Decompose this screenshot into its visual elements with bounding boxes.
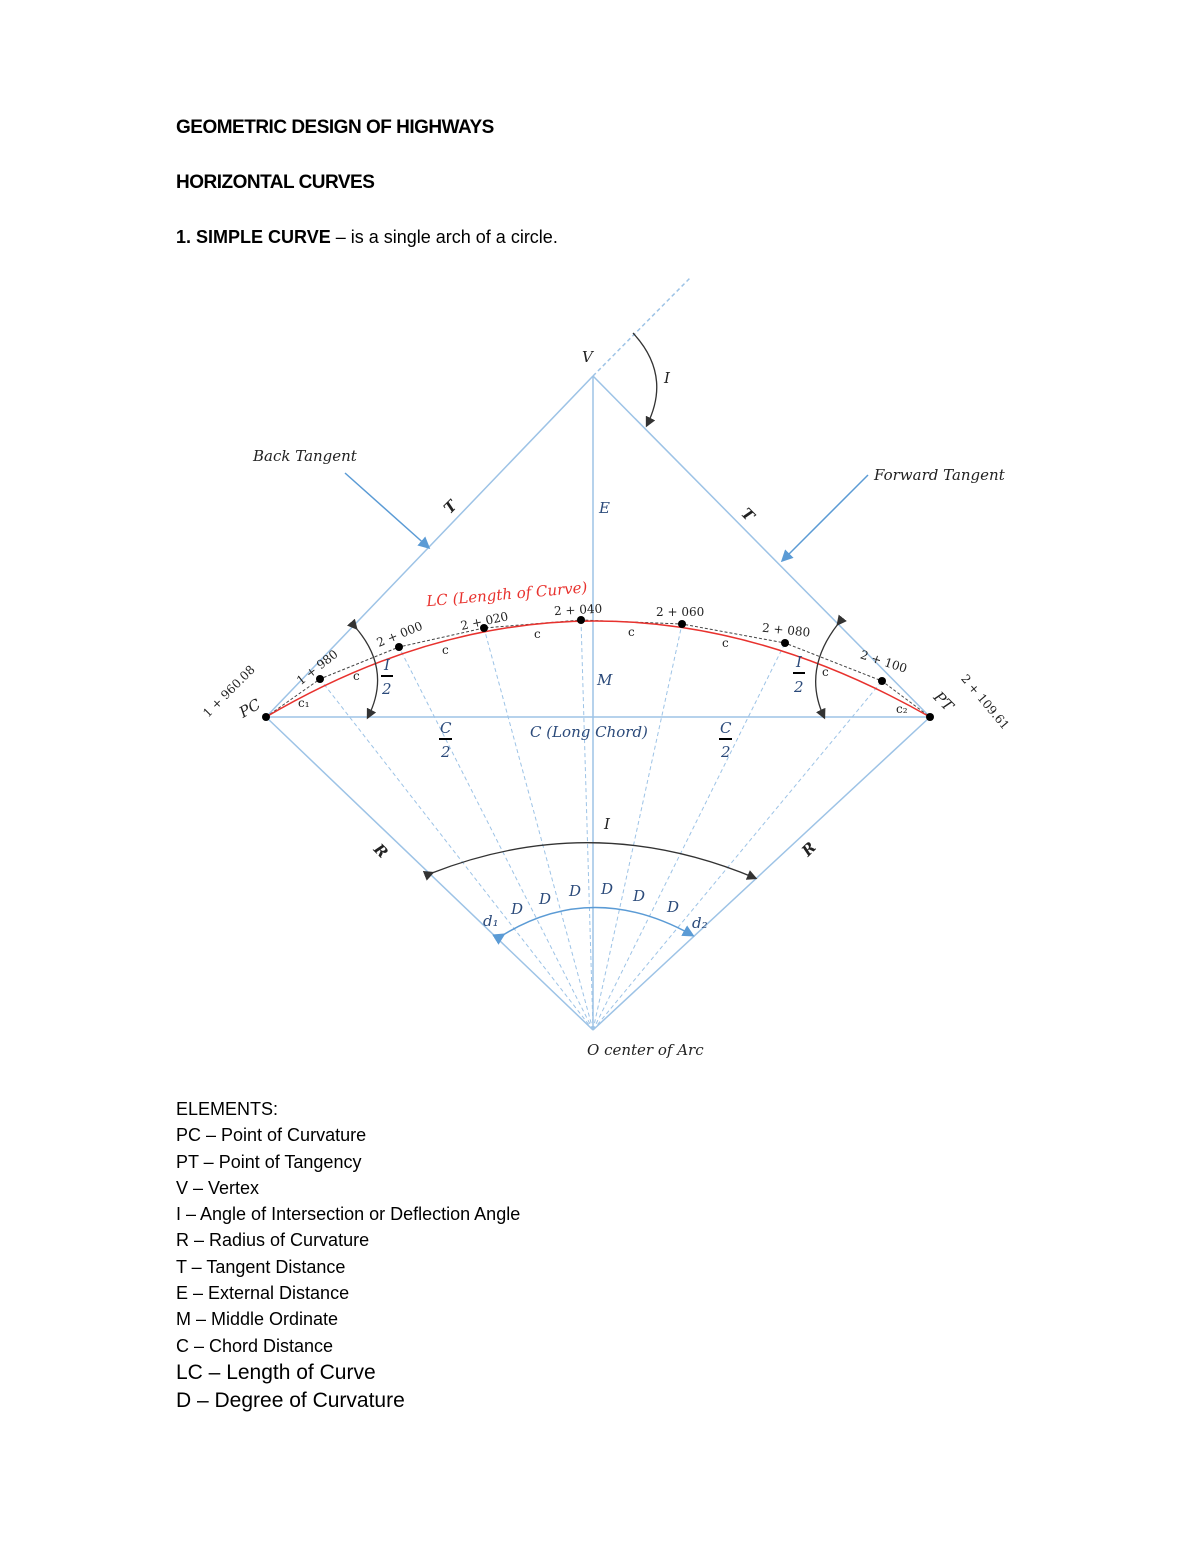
- center-label: O center of Arc: [587, 1041, 704, 1059]
- element-item: D – Degree of Curvature: [176, 1388, 405, 1412]
- sub-chord-1-label: c₁: [298, 696, 310, 710]
- element-item: V – Vertex: [176, 1177, 260, 1198]
- svg-text:I: I: [795, 653, 803, 671]
- pt-label: PT: [929, 687, 957, 715]
- degree-label: D: [538, 890, 551, 908]
- section-heading: HORIZONTAL CURVES: [176, 172, 375, 193]
- central-angle-arrow: [422, 842, 758, 881]
- radius-right: [592, 716, 931, 1031]
- chord-label: c: [534, 627, 541, 641]
- central-angle-label: I: [603, 815, 611, 833]
- element-item: I – Angle of Intersection or Deflection …: [176, 1204, 521, 1225]
- svg-text:C: C: [440, 719, 452, 737]
- middle-ordinate-label: M: [596, 671, 613, 689]
- radius-left: [265, 716, 594, 1031]
- svg-text:I: I: [383, 656, 391, 674]
- element-item: PT – Point of Tangency: [176, 1151, 362, 1172]
- chord-label: c: [353, 669, 360, 683]
- svg-text:2: 2: [720, 743, 731, 761]
- d1-label: d₁: [483, 912, 499, 930]
- svg-text:2: 2: [381, 680, 392, 698]
- degree-arc: [492, 906, 695, 945]
- radius-label-left: R: [369, 839, 391, 861]
- half-angle-right: I 2: [793, 653, 805, 696]
- tangent-label-right: T: [737, 504, 759, 526]
- element-item: LC – Length of Curve: [176, 1360, 376, 1384]
- simple-curve-definition: 1. SIMPLE CURVE – is a single arch of a …: [176, 227, 558, 248]
- back-tangent-pointer: [344, 472, 431, 549]
- definition: – is a single arch of a circle.: [330, 227, 558, 247]
- angle-I-arrow: [632, 332, 658, 428]
- pc-label: PC: [235, 695, 264, 722]
- station-label: 2 + 080: [761, 621, 810, 640]
- half-chord-left: C 2: [439, 719, 452, 761]
- element-item: PC – Point of Curvature: [176, 1125, 367, 1146]
- tangent-label-left: T: [440, 495, 462, 517]
- svg-text:C: C: [720, 719, 732, 737]
- degree-labels: D D D D D D d₁ d₂: [483, 880, 708, 932]
- degree-label: D: [600, 880, 613, 898]
- element-item: T – Tangent Distance: [176, 1256, 346, 1277]
- document-title: GEOMETRIC DESIGN OF HIGHWAYS: [176, 117, 494, 138]
- station-points: [262, 616, 934, 721]
- back-tangent-label: Back Tangent: [252, 447, 358, 465]
- degree-label: D: [568, 882, 581, 900]
- element-item: C – Chord Distance: [176, 1335, 334, 1356]
- sub-chord-2-label: c₂: [896, 702, 908, 716]
- elements-heading: ELEMENTS:: [176, 1099, 279, 1119]
- radial-lines: [319, 619, 883, 1031]
- pt-station-label: 2 + 109.61: [958, 672, 1012, 733]
- chord-labels: c₁ c c c c c c c₂: [298, 625, 908, 716]
- external-label: E: [598, 499, 610, 517]
- forward-tangent-line: [592, 375, 931, 718]
- svg-text:2: 2: [793, 678, 804, 696]
- station-label: 2 + 060: [656, 605, 704, 619]
- angle-I-label: I: [663, 369, 671, 387]
- element-item: M – Middle Ordinate: [176, 1309, 339, 1330]
- element-item: E – External Distance: [176, 1283, 350, 1304]
- element-item: R – Radius of Curvature: [176, 1230, 370, 1251]
- vertex-label: V: [582, 348, 595, 366]
- forward-tangent-label: Forward Tangent: [873, 466, 1006, 484]
- term: 1. SIMPLE CURVE: [176, 227, 331, 247]
- elements-list: ELEMENTS: PC – Point of Curvature PT – P…: [176, 1096, 520, 1415]
- half-chord-right: C 2: [719, 719, 732, 761]
- degree-label: D: [666, 898, 679, 916]
- chord-label: c: [442, 643, 449, 657]
- svg-text:2: 2: [440, 743, 451, 761]
- degree-label: D: [632, 887, 645, 905]
- half-angle-left: I 2: [381, 656, 393, 698]
- d2-label: d₂: [692, 914, 708, 932]
- chord-label: c: [722, 636, 729, 650]
- radius-label-right: R: [797, 838, 819, 860]
- chord-label: c: [628, 625, 635, 639]
- degree-label: D: [510, 900, 523, 918]
- station-label: 2 + 100: [859, 647, 909, 675]
- forward-tangent-pointer: [780, 474, 869, 563]
- half-angle-right-arrow: [815, 614, 847, 720]
- long-chord-label: C (Long Chord): [530, 723, 648, 741]
- half-angle-left-arrow: [346, 618, 379, 720]
- chord-label: c: [822, 665, 829, 679]
- station-label: 2 + 040: [554, 602, 603, 619]
- tangent-extension: [592, 277, 691, 377]
